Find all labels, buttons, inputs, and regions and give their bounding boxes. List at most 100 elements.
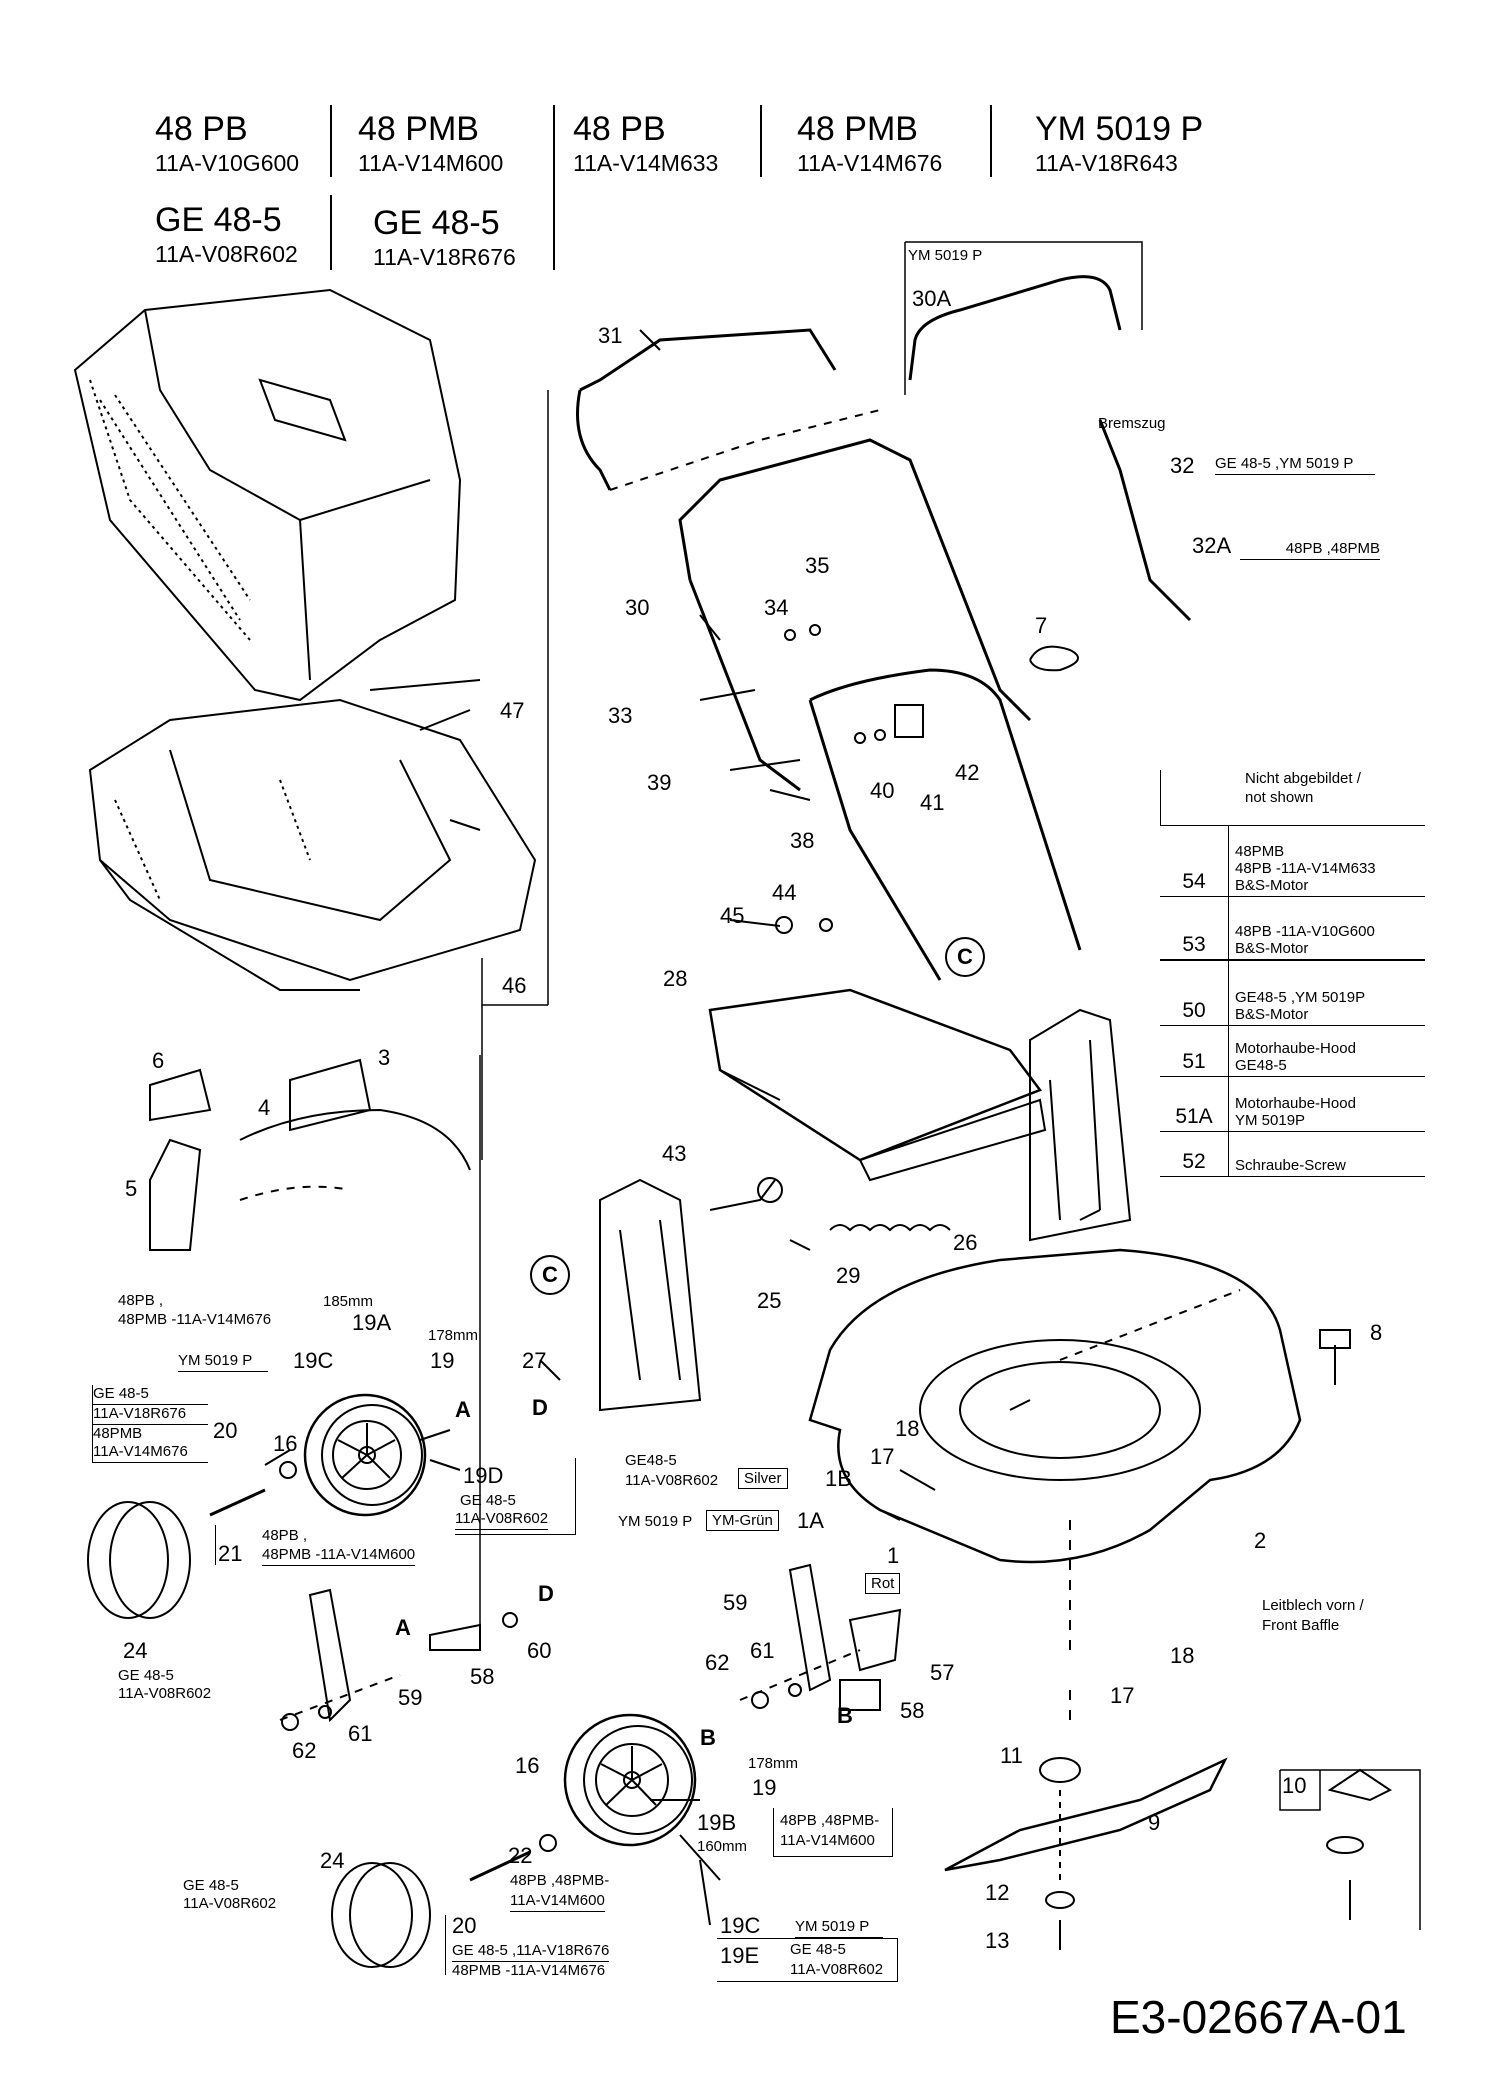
baffle-label-1: Leitblech vorn /	[1262, 1597, 1364, 1614]
legend-num: 50	[1160, 959, 1229, 1026]
model-code: 11A-V14M633	[573, 150, 719, 176]
p19e-box	[717, 1938, 898, 1982]
p19b-models-1: 48PB ,48PMB-	[780, 1812, 880, 1829]
model-48pb-v14m633: 48 PB 11A-V14M633	[573, 112, 718, 175]
model-name: 48 PMB	[358, 110, 479, 148]
p21-models-2: 48PMB -11A-V14M600	[262, 1546, 416, 1566]
part-19C: 19C	[293, 1348, 334, 1373]
part-32-models: GE 48-5 ,YM 5019 P	[1215, 455, 1375, 475]
legend-num: 53	[1160, 896, 1229, 961]
ym5019p-note-b: YM 5019 P	[795, 1918, 883, 1938]
part-9: 9	[1148, 1810, 1161, 1835]
part-30a: 30A	[912, 286, 952, 311]
part-61a: 61	[348, 1721, 373, 1746]
model-name: 48 PMB	[797, 110, 918, 148]
part-24a: 24	[123, 1638, 148, 1663]
part-33: 33	[608, 703, 633, 728]
model-name: YM 5019 P	[1035, 110, 1204, 148]
p19e-models-2: 11A-V08R602	[790, 1961, 884, 1978]
part-34: 34	[764, 595, 789, 620]
part-1: 1	[887, 1543, 900, 1568]
ref-b-deck: B	[837, 1703, 853, 1728]
part-24b: 24	[320, 1848, 345, 1873]
part-16b: 16	[515, 1753, 540, 1778]
legend-text: GE48-5 ,YM 5019P B&S-Motor	[1228, 959, 1425, 1026]
part-16a: 16	[273, 1431, 298, 1456]
size-185mm: 185mm	[323, 1293, 374, 1310]
ref-c-handle: C	[945, 937, 985, 977]
model-name: 48 PB	[155, 110, 248, 148]
part-20a: 20	[213, 1418, 238, 1443]
model-divider	[330, 195, 332, 270]
part-17b: 17	[1110, 1683, 1135, 1708]
legend-num: 54	[1160, 825, 1229, 897]
rot-color-box: Rot	[865, 1573, 901, 1594]
model-48pmb-v14m600: 48 PMB 11A-V14M600	[358, 112, 503, 175]
legend-top-divider	[1160, 770, 1161, 826]
model-ge48-5-v18r676: GE 48-5 11A-V18R676	[373, 206, 516, 269]
model-name: GE 48-5	[155, 201, 282, 239]
part-8: 8	[1370, 1320, 1383, 1345]
part-13: 13	[985, 1928, 1010, 1953]
ref-a-left: A	[395, 1615, 411, 1640]
p20b-box	[445, 1915, 631, 1975]
part-43: 43	[662, 1141, 687, 1166]
part-38: 38	[790, 828, 815, 853]
part-35: 35	[805, 553, 830, 578]
brake-cable-label: Bremszug	[1098, 415, 1166, 432]
model-code: 11A-V18R676	[373, 244, 516, 270]
part-1a: 1A	[797, 1508, 824, 1533]
part-45: 45	[720, 903, 745, 928]
ref-c-bracket: C	[530, 1255, 570, 1295]
baffle-label-2: Front Baffle	[1262, 1617, 1340, 1634]
part-22: 22	[508, 1843, 533, 1868]
part-1b: 1B	[825, 1466, 852, 1491]
part-18a: 18	[895, 1416, 920, 1441]
ge-box-line4: 11A-V14M676	[93, 1443, 208, 1463]
p20b-models-1: GE 48-5 ,11A-V18R676	[452, 1942, 610, 1962]
p19e-models-1: GE 48-5	[790, 1941, 846, 1958]
model-name: GE 48-5	[373, 204, 500, 242]
legend-num: 52	[1160, 1131, 1229, 1177]
part-46: 46	[502, 973, 527, 998]
part-19b: 19	[752, 1775, 777, 1800]
part-58a: 58	[470, 1664, 495, 1689]
deck-ym-label: YM 5019 P	[618, 1513, 693, 1530]
ge-box-line2: 11A-V18R676	[93, 1405, 208, 1425]
model-name: 48 PB	[573, 110, 666, 148]
model-48pb-v10g600: 48 PB 11A-V10G600	[155, 112, 299, 175]
ge-box-line3: 48PMB	[93, 1424, 143, 1442]
part-47: 47	[500, 698, 525, 723]
p20b-models-2: 48PMB -11A-V14M676	[452, 1962, 606, 1979]
model-code: 11A-V10G600	[155, 150, 300, 176]
model-divider	[553, 105, 555, 270]
ref-d-bracket: D	[532, 1395, 548, 1420]
part-58b: 58	[900, 1698, 925, 1723]
silver-color-box: Silver	[738, 1468, 788, 1489]
p24b-models-1: GE 48-5	[183, 1877, 239, 1894]
legend-text: 48PMB 48PB -11A-V14M633 B&S-Motor	[1228, 825, 1425, 897]
ym5019p-note-a: YM 5019 P	[178, 1352, 268, 1372]
p24a-models-1: GE 48-5	[118, 1667, 174, 1684]
model-ge48-5-v08r602: GE 48-5 11A-V08R602	[155, 203, 298, 266]
part-32a-models: 48PB ,48PMB	[1240, 540, 1380, 560]
part-60: 60	[527, 1638, 552, 1663]
part-7: 7	[1035, 613, 1048, 638]
p21-box	[215, 1525, 441, 1565]
grass-bag-basket-drawing	[88, 698, 537, 991]
part-41: 41	[920, 790, 945, 815]
legend-text: Schraube-Screw	[1228, 1131, 1425, 1177]
ref-a-label: A	[455, 1397, 471, 1422]
part-62b: 62	[705, 1650, 730, 1675]
part-20b: 20	[452, 1913, 477, 1938]
legend-text: Motorhaube-Hood GE48-5	[1228, 1025, 1425, 1077]
legend-num: 51	[1160, 1025, 1229, 1077]
p24b-models-2: 11A-V08R602	[183, 1895, 277, 1912]
model-divider	[990, 105, 992, 177]
part-26: 26	[953, 1230, 978, 1255]
